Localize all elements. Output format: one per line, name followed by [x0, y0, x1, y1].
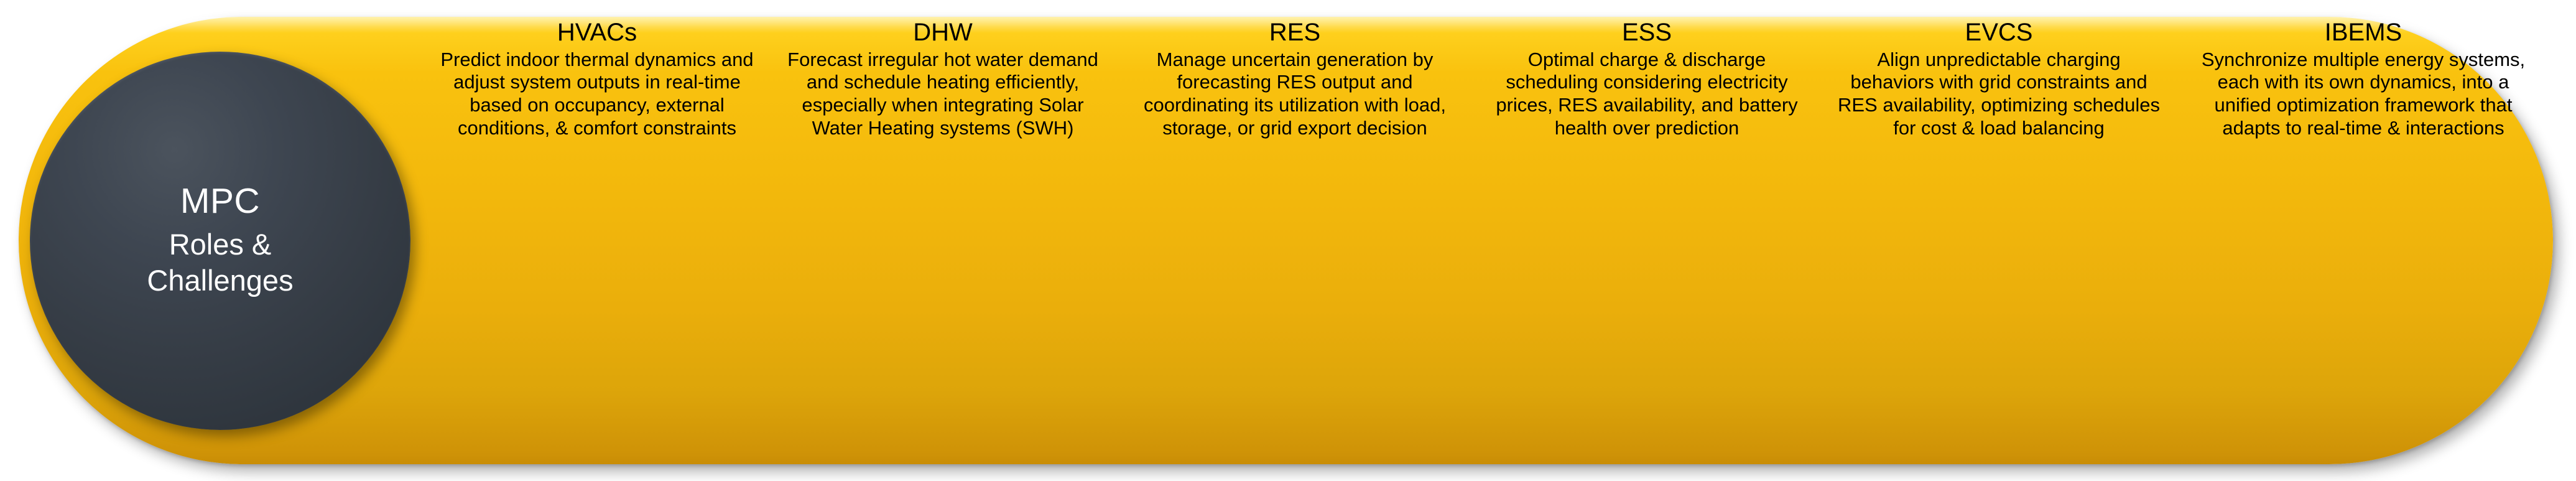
column-ibems-heading: IBEMS — [2324, 19, 2402, 46]
column-evcs-body: Align unpredictable charging behaviors w… — [1837, 48, 2161, 139]
column-evcs-heading: EVCS — [1965, 19, 2033, 46]
column-res-body: Manage uncertain generation by forecasti… — [1144, 48, 1446, 139]
mpc-hub-title: MPC — [180, 181, 261, 222]
column-ess-body: Optimal charge & discharge scheduling co… — [1496, 48, 1798, 139]
column-hvacs-heading: HVACs — [557, 19, 637, 46]
column-res: RES Manage uncertain generation by forec… — [1127, 19, 1463, 140]
column-ibems-body: Synchronize multiple energy systems, eac… — [2201, 48, 2526, 139]
application-columns: HVACs Predict indoor thermal dynamics an… — [435, 19, 2537, 454]
column-dhw-heading: DHW — [913, 19, 973, 46]
column-ibems: IBEMS Synchronize multiple energy system… — [2189, 19, 2537, 140]
column-evcs: EVCS Align unpredictable charging behavi… — [1831, 19, 2167, 140]
column-res-heading: RES — [1269, 19, 1321, 46]
mpc-roles-banner-shape — [19, 17, 2553, 464]
column-dhw: DHW Forecast irregular hot water demand … — [781, 19, 1105, 140]
column-dhw-body: Forecast irregular hot water demand and … — [787, 48, 1098, 139]
mpc-hub-circle: MPC Roles & Challenges — [30, 52, 410, 430]
column-hvacs: HVACs Predict indoor thermal dynamics an… — [435, 19, 759, 140]
column-hvacs-body: Predict indoor thermal dynamics and adju… — [440, 48, 754, 139]
column-ess: ESS Optimal charge & discharge schedulin… — [1485, 19, 1809, 140]
column-ess-heading: ESS — [1621, 19, 1672, 46]
mpc-hub-subtitle-line-2: Challenges — [147, 263, 294, 297]
mpc-hub-subtitle-line-1: Roles & — [169, 228, 272, 261]
